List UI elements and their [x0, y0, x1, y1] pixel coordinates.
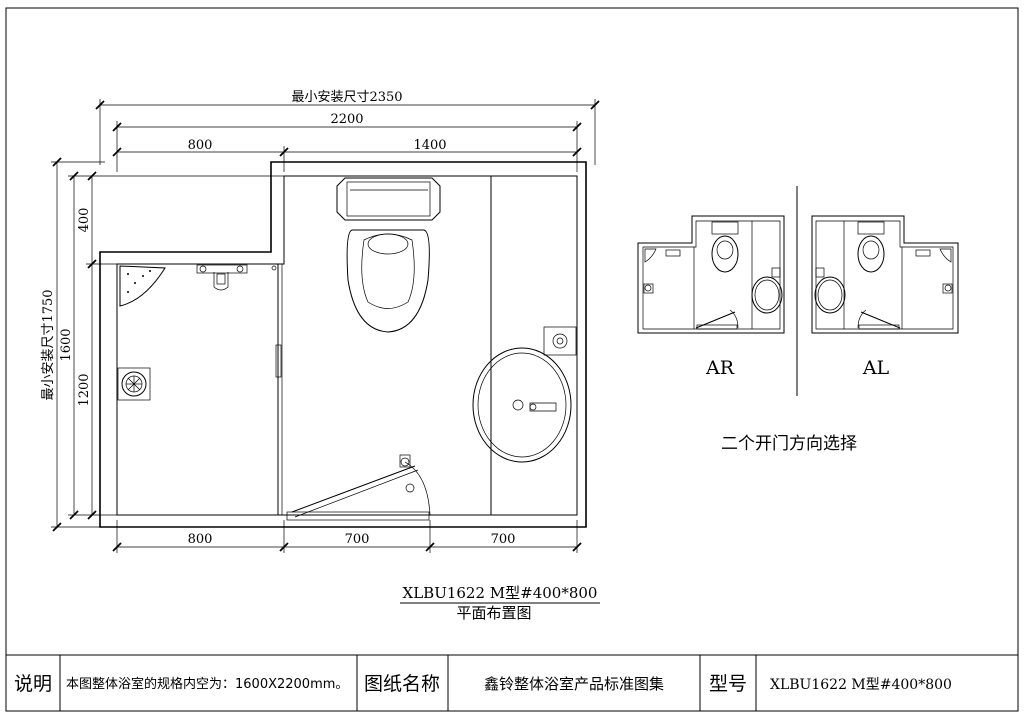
- dim-400: 400: [77, 208, 92, 233]
- shelf-dot: [127, 273, 129, 275]
- dimension-lines-left: [51, 157, 284, 532]
- partition-handle: [275, 344, 282, 378]
- title-drawing-name: 鑫铃整体浴室产品标准图集: [484, 675, 664, 693]
- toilet-icon: [336, 177, 441, 333]
- dim-top-right: 1400: [413, 138, 446, 153]
- title-block: [59, 655, 757, 711]
- shelf-dot: [149, 270, 151, 272]
- dim-top-left: 800: [188, 138, 213, 153]
- outer-wall: [99, 161, 587, 528]
- shelf-dot: [142, 275, 144, 277]
- inner-wall: [116, 175, 578, 516]
- wall-marker: [271, 265, 277, 271]
- sheet-border: [5, 7, 1019, 712]
- shelf-dot: [127, 291, 129, 293]
- outlet-box-icon: [543, 326, 577, 356]
- ar-variant-plan: [637, 215, 785, 334]
- drawing-model-caption: XLBU1622 M型#400*800: [403, 584, 598, 602]
- dim-1600: 1600: [59, 328, 74, 361]
- al-label: AL: [862, 357, 890, 379]
- drawing-subtitle: 平面布置图: [456, 604, 531, 622]
- dim-min-install-height: 最小安装尺寸1750: [41, 289, 56, 400]
- main-floor-plan: 最小安装尺寸2350 2200 800 1400 最小安装尺寸1750 1600…: [41, 90, 600, 553]
- title-drawing-name-label: 图纸名称: [364, 673, 440, 695]
- floor-drain-icon: [117, 367, 151, 401]
- door-icon: [286, 454, 431, 521]
- dim-min-install-width: 最小安装尺寸2350: [291, 90, 402, 105]
- title-note-label: 说明: [14, 673, 52, 695]
- title-note-text: 本图整体浴室的规格内空为：1600X2200mm。: [66, 676, 348, 692]
- shower-faucet-icon: [196, 264, 248, 291]
- dimension-lines-bottom: [112, 520, 582, 553]
- dim-bottom-mid: 700: [345, 532, 370, 547]
- shelf-dot: [134, 282, 136, 284]
- al-variant-plan: [811, 215, 959, 334]
- ar-label: AR: [705, 357, 735, 379]
- corner-shelf: [119, 265, 166, 307]
- dim-bottom-left: 800: [188, 532, 213, 547]
- dim-bottom-right: 700: [491, 532, 516, 547]
- dim-1200: 1200: [77, 373, 92, 406]
- dim-2200: 2200: [330, 112, 363, 127]
- wash-basin-icon: [472, 347, 572, 463]
- title-model-label: 型号: [709, 673, 747, 695]
- title-model-value: XLBU1622 M型#400*800: [770, 677, 952, 693]
- door-direction-caption: 二个开门方向选择: [721, 434, 857, 454]
- dimension-lines-top: [95, 99, 600, 172]
